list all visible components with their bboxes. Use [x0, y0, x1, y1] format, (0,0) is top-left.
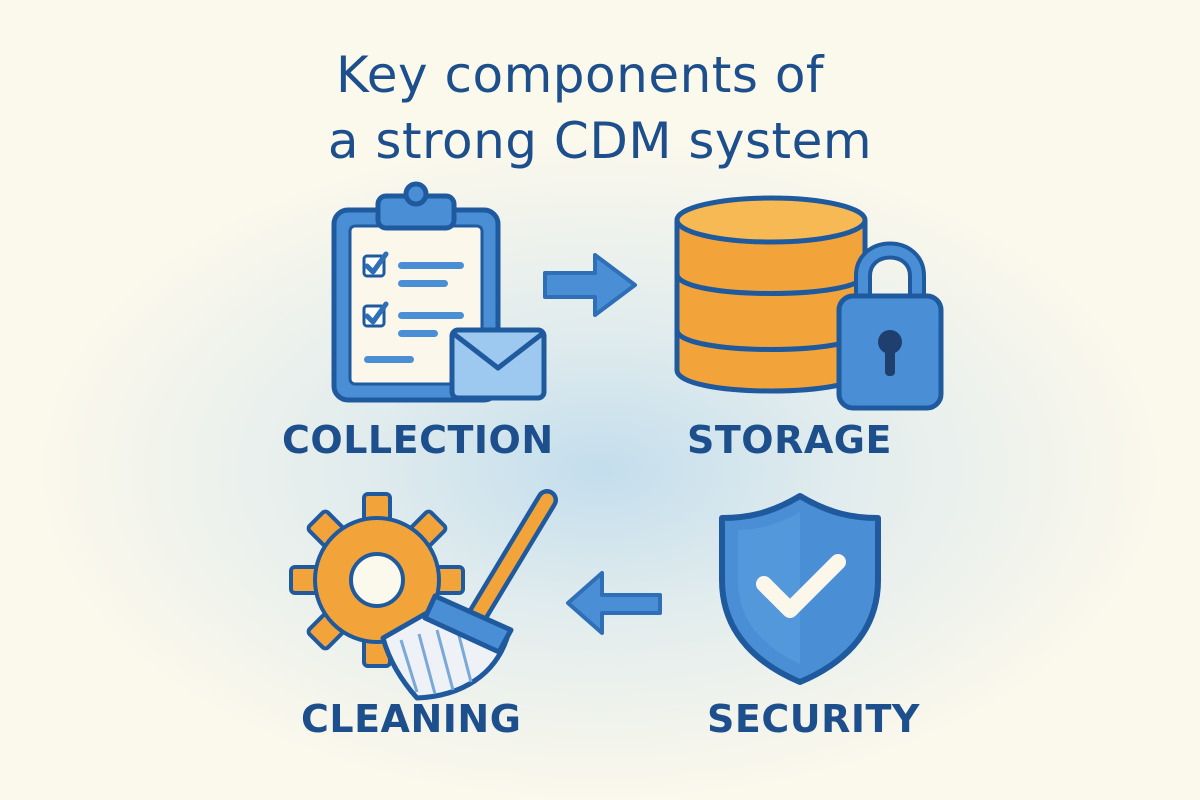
database-lock-icon: [674, 195, 944, 411]
component-label-collection: COLLECTION: [282, 418, 554, 462]
arrow-left-icon: [566, 571, 662, 635]
component-label-storage: STORAGE: [687, 418, 892, 462]
gear-broom-icon: [289, 489, 558, 701]
component-label-security: SECURITY: [707, 697, 920, 741]
diagram-title-line-2: a strong CDM system: [327, 112, 873, 170]
clipboard-envelope-icon: [331, 181, 547, 403]
diagram-title-line-1: Key components of: [335, 46, 825, 104]
component-label-cleaning: CLEANING: [301, 697, 522, 741]
shield-check-icon: [719, 493, 881, 685]
arrow-right-icon: [543, 253, 637, 317]
